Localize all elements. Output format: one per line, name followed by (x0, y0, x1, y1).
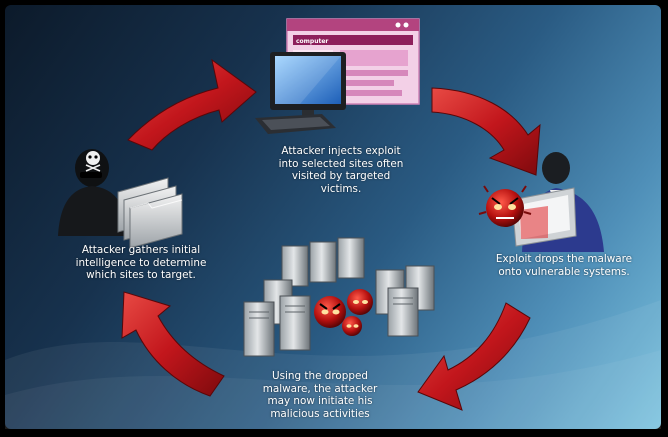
step-caption-gather: Attacker gathers initial intelligence to… (40, 244, 242, 282)
keyboard-icon (255, 114, 336, 134)
caption-line: may now initiate his (267, 395, 373, 408)
malware-bug-icon (347, 289, 373, 315)
caption-line: visited by targeted (291, 170, 391, 183)
caption-line: Attacker gathers initial (81, 244, 201, 256)
cycle-arrow-icon (127, 58, 257, 151)
server-rack-icon (243, 237, 435, 357)
malware-bug-icon (314, 296, 346, 328)
caption-line: Using the dropped (272, 370, 368, 382)
step-caption-exploit: Exploit drops the malware onto vulnerabl… (472, 253, 656, 278)
caption-line: which sites to target. (86, 269, 196, 282)
cycle-arrow-icon (431, 87, 541, 176)
caption-line: into selected sites often (278, 157, 404, 170)
background-waves (5, 300, 661, 429)
computer-monitor-icon (511, 187, 577, 247)
caption-line: Attacker injects exploit (281, 145, 401, 157)
step-caption-inject: Attacker injects exploit into selected s… (258, 145, 424, 195)
browser-window-title: computer (296, 38, 328, 45)
hacker-figure-icon (58, 149, 128, 236)
malware-bug-icon (342, 316, 362, 336)
cycle-arrow-icon (417, 302, 531, 411)
caption-line: malicious activities (270, 407, 370, 420)
folder-stack-icon (117, 177, 183, 249)
caption-line: malware, the attacker (262, 382, 378, 395)
caption-line: intelligence to determine (75, 256, 207, 269)
malware-bug-icon (478, 185, 532, 227)
caption-line: victims. (320, 182, 362, 195)
caption-line: onto vulnerable systems. (498, 265, 630, 278)
cycle-arrow-icon (121, 291, 225, 397)
step-caption-dropped: Using the dropped malware, the attacker … (232, 370, 408, 420)
caption-line: Exploit drops the malware (495, 253, 633, 265)
computer-monitor-icon (270, 52, 346, 122)
